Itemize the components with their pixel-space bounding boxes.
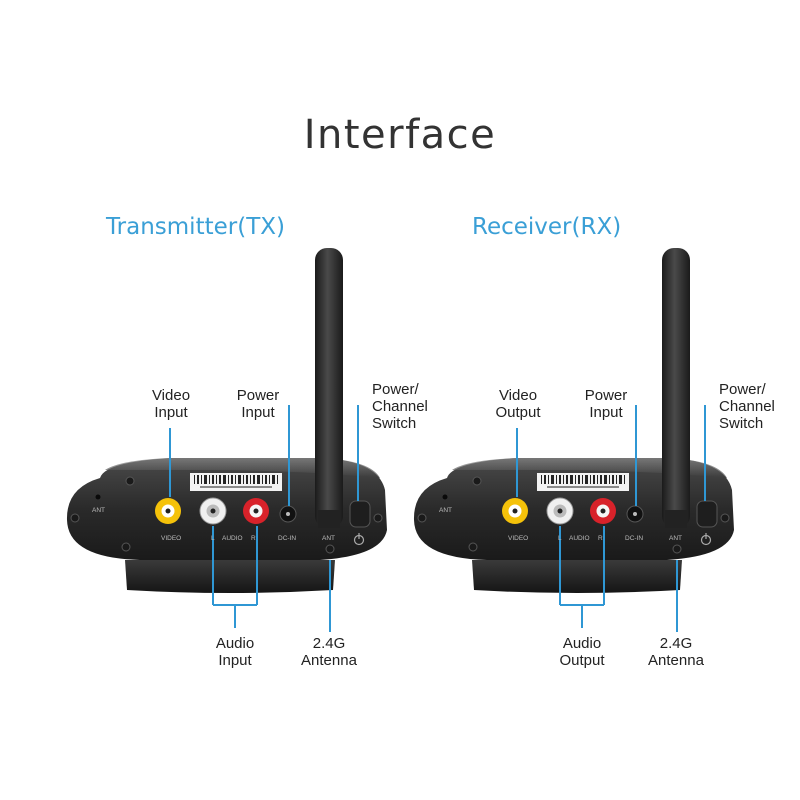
tx-ant-bottom-label: ANT <box>322 535 335 542</box>
rx-ant-bottom-label: ANT <box>669 535 682 542</box>
tx-ant-port-label: ANT <box>92 507 105 514</box>
tx-l-port-label: L <box>211 535 215 542</box>
rx-l-port-label: L <box>558 535 562 542</box>
rx-ant-port-label: ANT <box>439 507 452 514</box>
rx-r-port-label: R <box>598 535 603 542</box>
tx-video-port-label: VIDEO <box>161 535 181 542</box>
rx-video-port-label: VIDEO <box>508 535 528 542</box>
receiver-heading: Receiver(RX) <box>472 214 622 240</box>
transmitter-heading: Transmitter(TX) <box>106 214 285 240</box>
page-title: Interface <box>303 112 497 158</box>
rx-audio-port-label: AUDIO <box>569 535 590 542</box>
tx-audio-port-label: AUDIO <box>222 535 243 542</box>
tx-dcin-port-label: DC-IN <box>278 535 296 542</box>
rx-dcin-port-label: DC-IN <box>625 535 643 542</box>
tx-r-port-label: R <box>251 535 256 542</box>
